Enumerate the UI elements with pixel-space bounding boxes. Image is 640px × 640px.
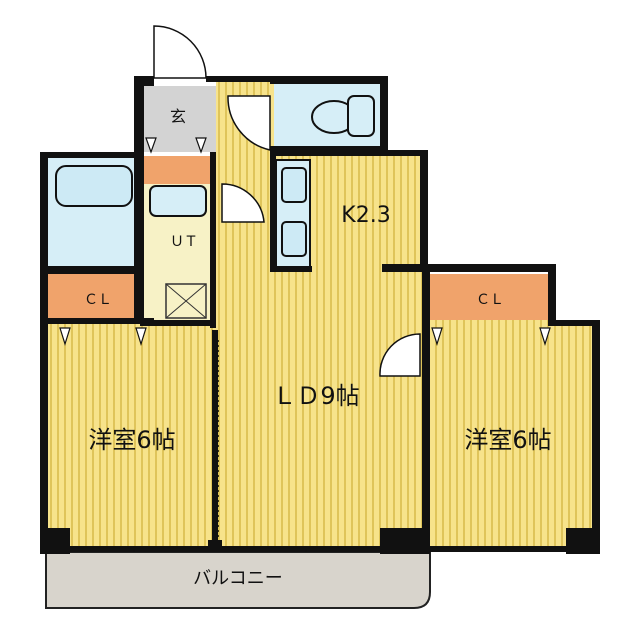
- walls: [40, 76, 600, 554]
- closet-left-label: ＣＬ: [84, 292, 112, 308]
- hallway: [216, 80, 274, 550]
- washbasin-icon: [149, 185, 207, 217]
- closet-left: [46, 274, 150, 320]
- closet-door-marks: [59, 137, 551, 347]
- balcony: [45, 551, 431, 609]
- bathtub-icon: [55, 165, 133, 207]
- bedroom-left: [46, 320, 218, 552]
- bedroom-right: [428, 320, 598, 550]
- closet-right: [428, 274, 552, 320]
- doors: [153, 25, 421, 377]
- stove-icon: [281, 167, 307, 203]
- sink-icon: [281, 221, 307, 257]
- kitchen-label: K2.3: [341, 203, 390, 228]
- living-dining-label: ＬＤ9帖: [272, 382, 359, 410]
- entrance-label: 玄: [170, 107, 186, 126]
- washer-x-icon-2: [165, 283, 207, 319]
- windows: [70, 546, 566, 552]
- bedroom-left-label: 洋室6帖: [88, 426, 175, 454]
- entrance-storage: [140, 156, 216, 184]
- bedroom-right-label: 洋室6帖: [464, 426, 551, 454]
- toilet-tank-icon: [347, 95, 375, 137]
- closet-right-label: ＣＬ: [476, 292, 504, 308]
- utility-label: ＵＴ: [170, 234, 198, 250]
- balcony-label: バルコニー: [193, 568, 283, 589]
